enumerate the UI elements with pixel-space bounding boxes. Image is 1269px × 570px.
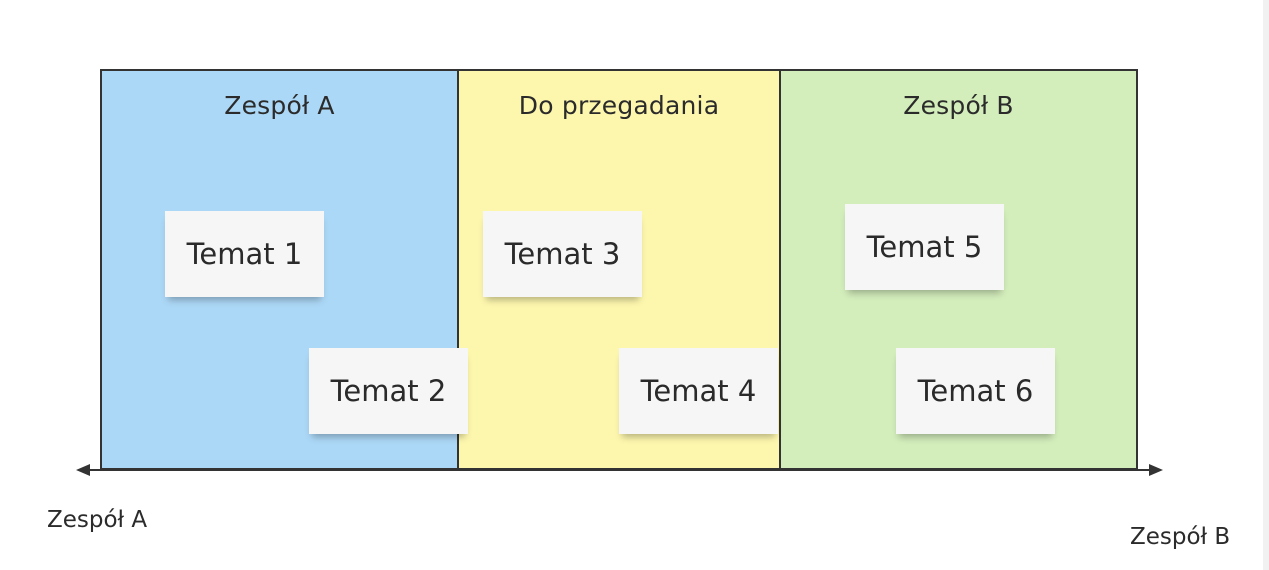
sticky-note-label: Temat 2 — [330, 374, 447, 408]
sticky-note-label: Temat 1 — [186, 237, 303, 271]
sticky-note-temat-5[interactable]: Temat 5 — [845, 204, 1004, 290]
sticky-note-label: Temat 4 — [640, 374, 757, 408]
sticky-note-temat-4[interactable]: Temat 4 — [619, 348, 778, 434]
sticky-note-label: Temat 5 — [866, 230, 983, 264]
scrollbar-track[interactable] — [1263, 0, 1269, 570]
sticky-note-label: Temat 3 — [504, 237, 621, 271]
axis-label-left: Zespół A — [47, 507, 148, 533]
sticky-note-temat-2[interactable]: Temat 2 — [309, 348, 468, 434]
arrow-right-icon — [1149, 464, 1163, 476]
column-title-zespol-a: Zespół A — [224, 91, 335, 120]
sticky-note-temat-3[interactable]: Temat 3 — [483, 211, 642, 297]
sticky-note-temat-6[interactable]: Temat 6 — [896, 348, 1055, 434]
sticky-note-temat-1[interactable]: Temat 1 — [165, 211, 324, 297]
column-title-zespol-b: Zespół B — [903, 91, 1014, 120]
column-title-do-przegadania: Do przegadania — [518, 91, 720, 120]
axis-label-right: Zespół B — [1130, 524, 1231, 550]
arrow-left-icon — [76, 464, 90, 476]
sticky-note-label: Temat 6 — [917, 374, 1034, 408]
board: Zespół A Do przegadania Zespół B — [100, 69, 1138, 470]
